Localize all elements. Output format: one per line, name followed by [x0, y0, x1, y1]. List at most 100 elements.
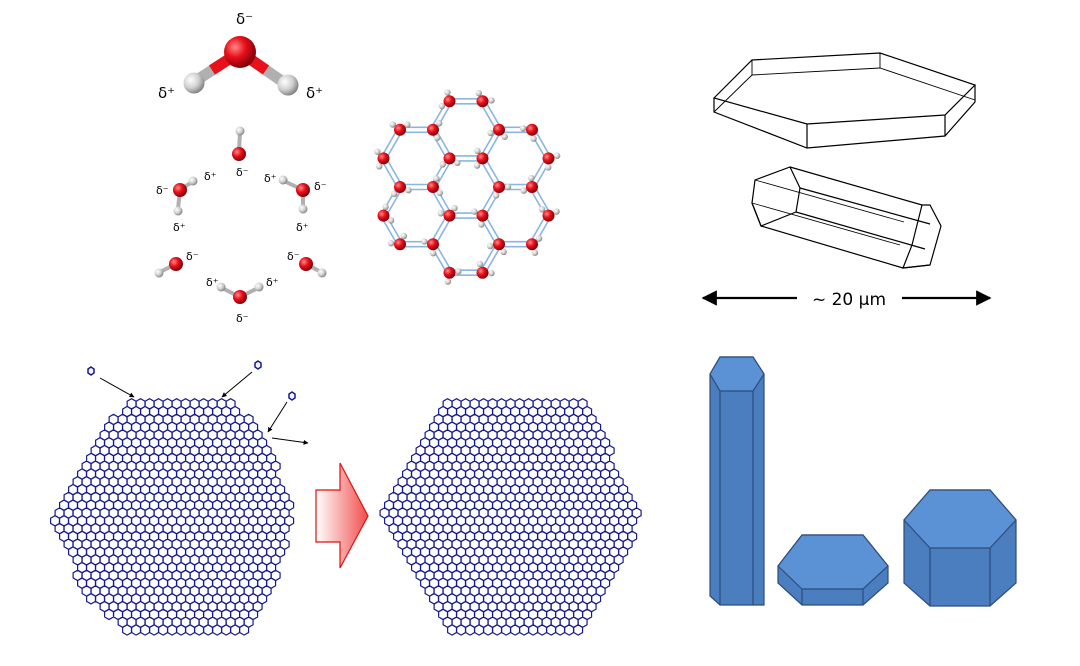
ring-bottom-delta-plus-left: δ⁺	[206, 276, 219, 289]
lattice-hydrogen	[530, 135, 537, 142]
lattice-hydrogen	[451, 204, 458, 212]
water-delta-plus-left-label: δ⁺	[158, 84, 175, 102]
lattice-hydrogen	[387, 217, 395, 224]
lattice-oxygen	[377, 209, 390, 222]
hydrogen-bond	[483, 156, 502, 187]
lattice-hydrogen	[455, 268, 462, 275]
lattice-hydrogen	[382, 203, 389, 211]
scale-label: ~ 20 µm	[812, 290, 886, 310]
hydrogen-bond	[529, 213, 548, 244]
hydrogen-bond	[434, 128, 453, 158]
lattice-hydrogen	[454, 159, 461, 167]
hydrogen-bond	[479, 216, 498, 246]
lattice-hydrogen	[435, 120, 443, 127]
lattice-hydrogen	[501, 133, 508, 140]
lattice-oxygen	[542, 209, 555, 222]
water-ring-cluster	[154, 126, 327, 304]
incoming-molecules	[87, 360, 309, 445]
lattice-hydrogen	[553, 152, 561, 159]
lattice-hydrogen	[486, 242, 494, 250]
lattice-oxygen	[526, 238, 538, 251]
hydrogen-bond	[384, 187, 403, 218]
lattice-hydrogen	[429, 249, 437, 257]
lattice-hydrogen	[376, 163, 383, 170]
hydrogen-bond	[430, 130, 449, 161]
ring-ur-delta-minus: δ⁻	[314, 180, 327, 193]
ring-molecule-upper-right	[278, 175, 310, 214]
ring-ur-delta-plus: δ⁺	[264, 172, 277, 185]
lattice-hydrogen	[504, 183, 512, 191]
lattice-hydrogen	[389, 121, 396, 128]
ring-molecule-lower-right	[299, 257, 327, 278]
lattice-hydrogen	[476, 260, 484, 268]
ring-lr-delta-minus: δ⁻	[287, 250, 300, 263]
hydrogen-bond	[483, 187, 502, 218]
lattice-oxygen	[427, 123, 439, 136]
lattice-oxygen	[476, 209, 489, 222]
lattice-hydrogen	[405, 187, 412, 194]
flat-hexagonal-plate-icon	[777, 534, 889, 606]
lattice-oxygen	[493, 181, 505, 193]
faceted-crystal	[379, 398, 642, 636]
ring-ur-delta-plus-low: δ⁺	[296, 221, 309, 234]
hydrogen-bond	[430, 213, 449, 244]
lattice-oxygen	[526, 181, 538, 193]
hydrogen-bond	[533, 185, 552, 215]
hydrogen-bond	[434, 102, 453, 132]
lattice-hydrogen	[487, 129, 494, 137]
free-molecule-3	[288, 391, 296, 401]
hydrogen-bond	[479, 102, 498, 132]
lattice-hydrogen	[478, 221, 485, 228]
ring-bottom-delta-plus-right: δ⁺	[266, 276, 279, 289]
water-molecule-icon	[183, 36, 299, 96]
water-delta-minus-label: δ⁻	[236, 10, 253, 28]
hydrogen-bond	[384, 156, 403, 187]
hydrogen-bond	[533, 128, 552, 158]
hexagonal-column-outline-icon	[751, 166, 942, 269]
lattice-hydrogen	[553, 208, 560, 215]
ring-top-delta-minus: δ⁻	[236, 166, 249, 179]
hydrogen-bond	[434, 159, 453, 189]
ring-ll-delta-minus: δ⁻	[186, 250, 199, 263]
lattice-hydrogen	[492, 192, 500, 199]
ice-lattice-icon	[374, 89, 561, 285]
lattice-hydrogen	[545, 164, 552, 171]
hydrogen-bond	[380, 216, 399, 246]
hydrogen-bond	[479, 159, 498, 189]
hydrogen-bond	[380, 128, 399, 158]
lattice-oxygen	[493, 238, 505, 251]
crystal-cells	[49, 398, 295, 636]
lattice-hydrogen	[538, 206, 546, 213]
hexagonal-plate-outline-icon	[712, 52, 977, 149]
lattice-oxygen	[394, 238, 406, 251]
hydrogen-bond	[479, 242, 498, 272]
tall-hexagonal-column-icon	[709, 356, 765, 606]
lattice-hydrogen	[436, 189, 443, 197]
lattice-oxygen	[443, 95, 456, 108]
lattice-hydrogen	[500, 248, 507, 256]
ring-molecule-top	[232, 126, 246, 161]
ring-ul-delta-minus: δ⁻	[156, 184, 169, 197]
lattice-hydrogen	[519, 125, 527, 132]
ring-molecule-lower-left	[154, 257, 183, 278]
lattice-hydrogen	[434, 134, 441, 141]
lattice-oxygen	[476, 152, 489, 165]
lattice-oxygen	[377, 152, 390, 165]
hydrogen-bond	[483, 213, 502, 244]
hydrogen-bond	[529, 156, 548, 187]
lattice-oxygen	[542, 152, 555, 165]
lattice-hydrogen	[528, 174, 535, 182]
lattice-hydrogen	[400, 232, 408, 240]
lattice-hydrogen	[374, 148, 381, 155]
lattice-hydrogen	[439, 161, 446, 168]
lattice-oxygen	[443, 266, 456, 279]
lattice-hydrogen	[520, 187, 527, 194]
lattice-hydrogen	[433, 175, 440, 182]
lattice-oxygen	[443, 209, 456, 222]
hydrogen-bond	[483, 245, 502, 275]
hydrogen-bond	[430, 187, 449, 218]
ring-bottom-delta-minus: δ⁻	[236, 312, 249, 325]
ring-molecule-bottom	[216, 282, 264, 304]
free-molecule-2	[254, 360, 262, 370]
lattice-oxygen	[394, 123, 406, 136]
